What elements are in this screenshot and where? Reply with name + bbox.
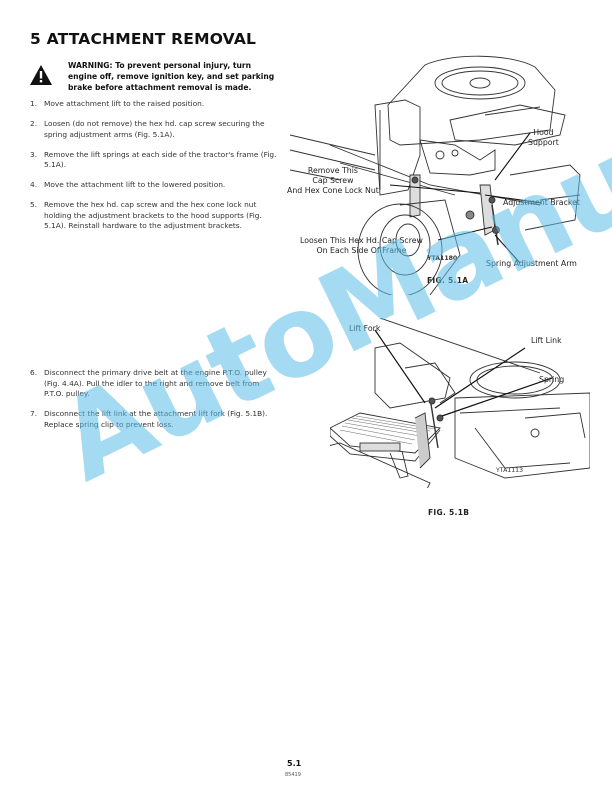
figure-5-1a (280, 45, 590, 295)
step-number: 2. (30, 119, 38, 128)
step-item: 1. Move attachment lift to the raised pos… (30, 99, 280, 110)
step-text: Remove the hex hd. cap screw and the hex… (44, 200, 262, 230)
step-number: 3. (30, 149, 38, 159)
callout-remove-cap-screw: Remove This Cap Screw And Hex Cone Lock … (287, 166, 379, 195)
step-text: Disconnect the lift link at the attachme… (44, 409, 268, 429)
figure-code: YTA1180 (427, 255, 458, 262)
step-number: 4. (30, 180, 38, 189)
figure-caption: FIG. 5.1B (428, 508, 470, 517)
steps-list-part2: 6. Disconnect the primary drive belt at t… (30, 368, 270, 440)
warning-text: WARNING: To prevent personal injury, tur… (68, 61, 275, 92)
step-item: 5. Remove the hex hd. cap screw and the h… (30, 200, 280, 232)
step-item: 3. Remove the lift springs at each side o… (30, 150, 280, 171)
figure-5-1b (330, 318, 590, 488)
document-id: 85419 (285, 772, 301, 778)
steps-list-part1: 1. Move attachment lift to the raised pos… (30, 99, 280, 241)
step-number: 5. (30, 200, 38, 209)
step-text: Loosen (do not remove) the hex hd. cap s… (44, 119, 265, 139)
figure-caption: FIG. 5.1A (427, 276, 469, 285)
step-number: 7. (30, 409, 38, 418)
step-number: 1. (30, 99, 38, 108)
callout-hood-support: Hood Support (528, 128, 559, 147)
step-text: Disconnect the primary drive belt at the… (44, 368, 267, 398)
callout-adjustment-bracket: Adjustment Bracket (503, 198, 580, 207)
callout-lift-link: Lift Link (531, 336, 562, 345)
callout-loosen-cap-screw: Loosen This Hex Hd. Cap Screw On Each Si… (300, 236, 423, 255)
tractor-engine-illustration (289, 55, 581, 295)
lift-fork-illustration (330, 318, 590, 488)
figure-code: YTA1113 (496, 467, 524, 474)
warning-triangle-icon (30, 65, 52, 85)
step-text: Move the attachment lift to the lowered … (44, 180, 226, 189)
callout-spring: Spring (539, 375, 565, 384)
step-text: Move attachment lift to the raised posit… (44, 99, 205, 108)
page-number: 5.1 (287, 759, 302, 768)
step-item: 2. Loosen (do not remove) the hex hd. cap… (30, 119, 280, 140)
step-item: 4. Move the attachment lift to the lowere… (30, 180, 280, 191)
step-item: 7. Disconnect the lift link at the attach… (30, 409, 270, 430)
page-title: 5 ATTACHMENT REMOVAL (30, 30, 257, 48)
step-item: 6. Disconnect the primary drive belt at t… (30, 368, 270, 400)
step-number: 6. (30, 368, 38, 377)
step-text: Remove the lift springs at each side of … (44, 149, 277, 170)
callout-spring-adjustment-arm: Spring Adjustment Arm (486, 259, 577, 268)
callout-lift-fork: Lift Fork (349, 324, 381, 333)
